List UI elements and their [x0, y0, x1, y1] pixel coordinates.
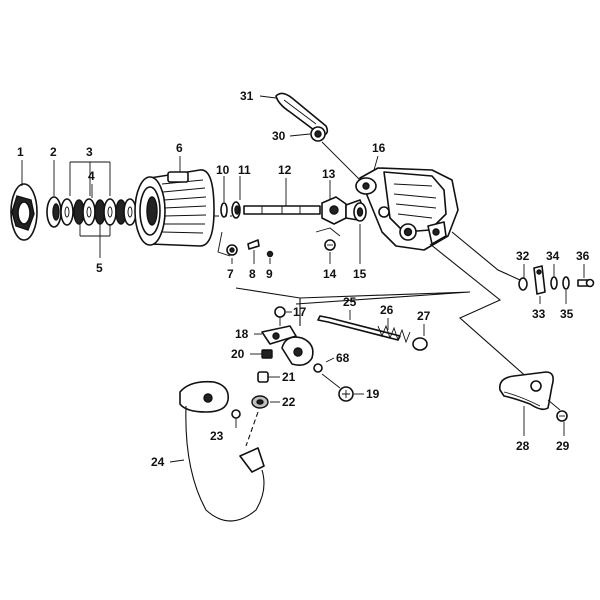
label-part-6: 6	[176, 141, 183, 155]
part-28-cover-plate	[498, 371, 554, 411]
part-number-labels: 1 2 3 4 5 6 7 8 9 10 11 12 13 14 15 16 1…	[17, 89, 590, 469]
part-18-bail-trip	[261, 325, 297, 345]
part-36-screw	[577, 278, 595, 288]
part-29-screw	[556, 410, 568, 422]
label-part-33: 33	[532, 307, 546, 321]
leader-body-32-36	[451, 231, 521, 281]
label-part-26: 26	[380, 303, 394, 317]
leader-lines	[21, 95, 585, 463]
label-part-10: 10	[216, 163, 230, 177]
part-1-drag-knob	[10, 183, 38, 241]
part-14-screw	[324, 239, 336, 251]
leader-13-14	[315, 227, 341, 237]
part-30-screw	[310, 126, 326, 142]
label-part-4: 4	[88, 169, 95, 183]
part-7-pin	[226, 244, 238, 256]
label-part-13: 13	[322, 167, 336, 181]
assembly-outline-lines	[235, 287, 471, 326]
label-part-20: 20	[231, 347, 245, 361]
part-9-pin	[266, 250, 274, 258]
part-15-washer	[353, 202, 367, 222]
label-part-27: 27	[417, 309, 431, 323]
label-part-21: 21	[282, 370, 296, 384]
part-2-washer	[46, 196, 62, 228]
label-part-18: 18	[235, 327, 249, 341]
label-part-16: 16	[372, 141, 386, 155]
label-part-9: 9	[266, 267, 273, 281]
part-11-washer	[231, 201, 241, 219]
label-part-28: 28	[516, 439, 530, 453]
label-part-17: 17	[293, 305, 307, 319]
label-part-32: 32	[516, 249, 530, 263]
part-12-main-shaft	[243, 205, 321, 215]
label-part-19: 19	[366, 387, 380, 401]
label-part-3: 3	[86, 145, 93, 159]
part-35-washer	[562, 276, 570, 290]
leader-19	[321, 373, 341, 389]
part-68-washer	[313, 363, 323, 373]
drag-washer-stack	[60, 198, 137, 226]
leader-body-28	[429, 243, 531, 381]
bracket-7-9	[217, 231, 231, 257]
part-20-screw	[261, 349, 273, 359]
part-22-roller	[251, 395, 269, 409]
part-23-screw	[231, 409, 241, 419]
part-19-screw	[338, 386, 354, 402]
label-part-14: 14	[323, 267, 337, 281]
part-6-spool	[134, 169, 215, 247]
label-part-68: 68	[336, 351, 350, 365]
label-part-29: 29	[556, 439, 570, 453]
part-24-bail-wire	[179, 380, 265, 522]
part-27-cap	[412, 337, 428, 351]
label-part-30: 30	[272, 129, 286, 143]
part-16-reel-body	[355, 167, 459, 251]
label-part-2: 2	[50, 145, 57, 159]
label-part-22: 22	[282, 395, 296, 409]
label-part-11: 11	[238, 163, 251, 177]
part-33-link	[533, 265, 546, 295]
label-part-15: 15	[353, 267, 367, 281]
part-8-screw	[247, 239, 260, 250]
label-part-24: 24	[151, 455, 165, 469]
label-part-8: 8	[249, 267, 256, 281]
label-part-12: 12	[278, 163, 292, 177]
part-10-washer	[220, 202, 228, 218]
label-part-7: 7	[227, 267, 234, 281]
leader-30-body	[321, 141, 361, 181]
part-32-washer	[518, 277, 528, 291]
label-part-35: 35	[560, 307, 574, 321]
leader-28-29	[547, 399, 561, 411]
label-part-36: 36	[576, 249, 590, 263]
label-part-23: 23	[210, 429, 224, 443]
label-part-5: 5	[96, 261, 103, 275]
part-26-spring	[377, 324, 411, 344]
part-21-collar	[257, 371, 269, 383]
part-17-screw	[274, 306, 286, 326]
part-34-washer	[550, 276, 558, 290]
part-31-handle-knob	[275, 92, 329, 137]
label-part-1: 1	[17, 145, 24, 159]
label-part-34: 34	[546, 249, 560, 263]
label-part-25: 25	[343, 295, 357, 309]
label-part-31: 31	[240, 89, 254, 103]
part-bail-arm-block	[281, 336, 314, 366]
